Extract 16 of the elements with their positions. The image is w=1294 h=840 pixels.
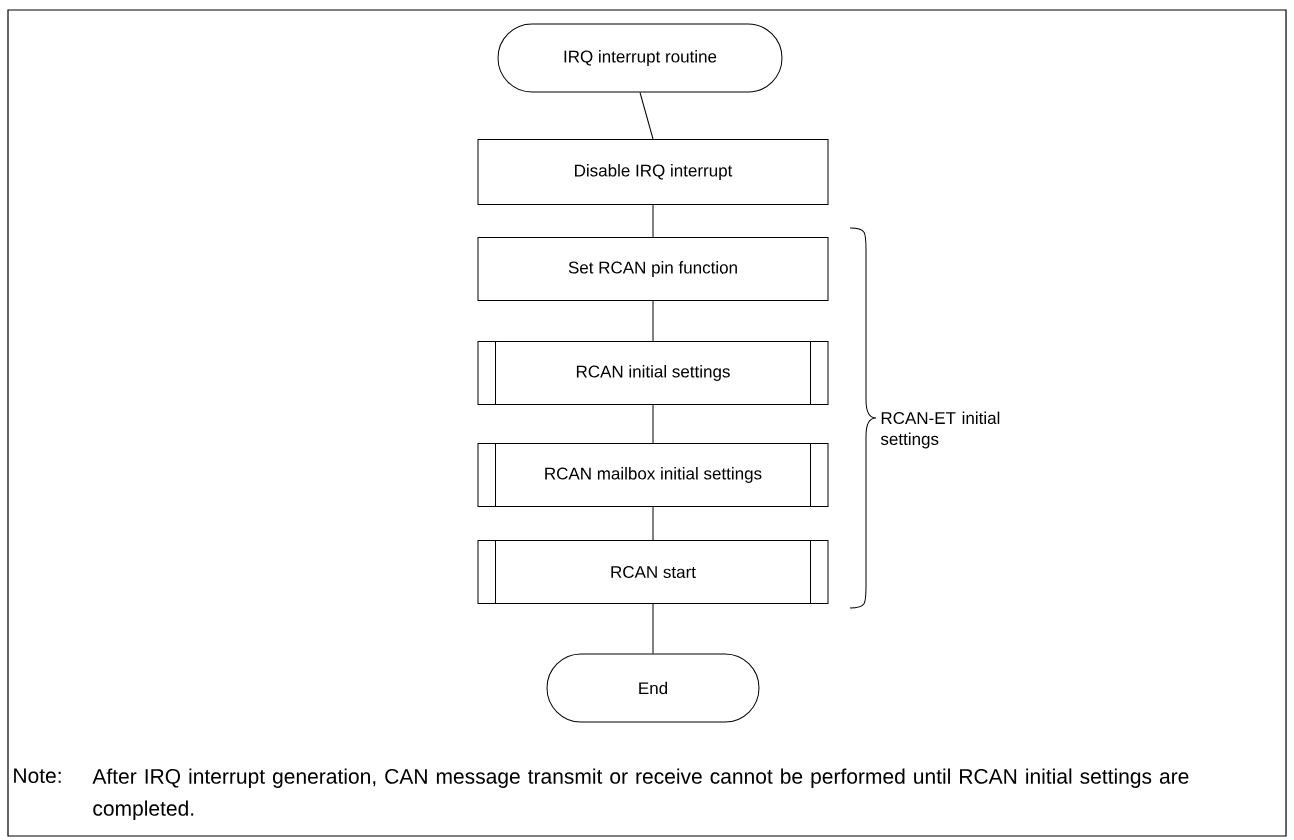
connector-line	[652, 506, 654, 541]
process-box: Set RCAN pin function	[477, 237, 829, 301]
note-text: After IRQ interrupt generation, CAN message transmit or receive cannot be performed until RCAN initial settings are completed.	[92, 768, 1189, 820]
note-label: Note:	[14, 768, 61, 784]
brace-label: RCAN-ET initial settings	[880, 411, 1000, 449]
subroutine-box: RCAN mailbox initial settings	[477, 442, 829, 508]
connector-line	[652, 204, 654, 238]
connector-line	[652, 404, 654, 444]
terminal-box: IRQ interrupt routine	[497, 23, 783, 93]
process-box: Disable IRQ interrupt	[477, 139, 829, 205]
connector-line	[652, 300, 654, 342]
terminal-box: End	[546, 653, 760, 723]
subroutine-box: RCAN initial settings	[477, 340, 829, 406]
subroutine-box: RCAN start	[477, 539, 829, 605]
connector-line	[639, 92, 654, 140]
connector-line	[652, 603, 654, 654]
